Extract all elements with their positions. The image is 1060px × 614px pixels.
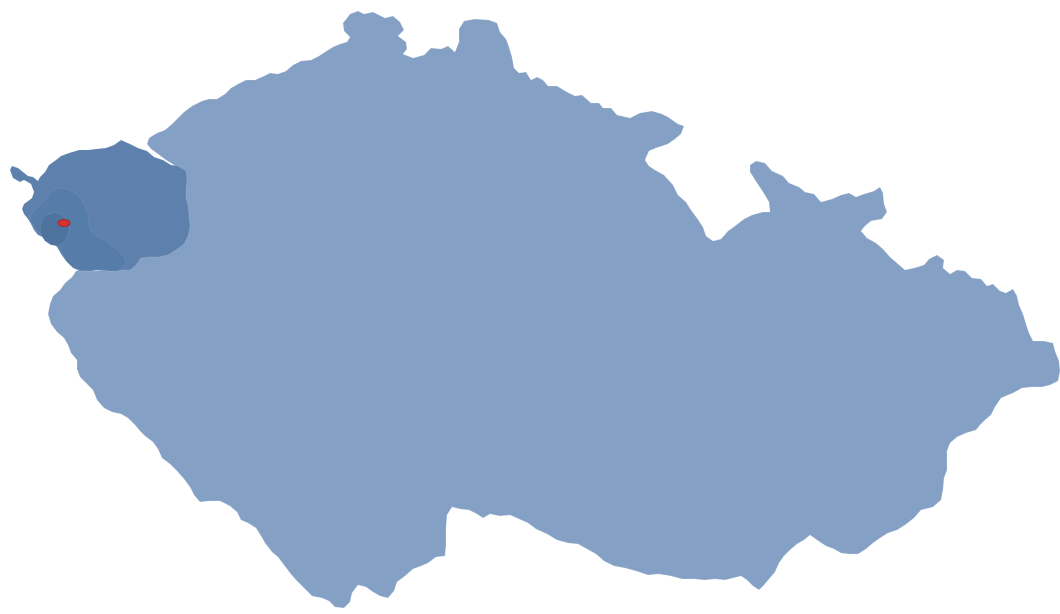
selected-location-marker[interactable] [57, 219, 71, 227]
country-shape [47, 10, 1060, 609]
western-district-shadow [39, 211, 70, 247]
